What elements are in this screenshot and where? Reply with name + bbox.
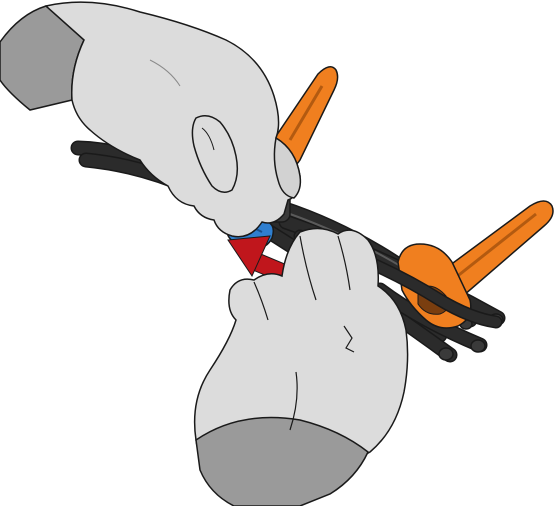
upper-glove-hand [46,2,300,237]
cable-end-3 [439,348,453,360]
right-clamp-arm-groove [450,214,536,282]
cable-end-2 [471,340,485,352]
lower-glove [195,228,408,506]
upper-glove [0,2,300,237]
